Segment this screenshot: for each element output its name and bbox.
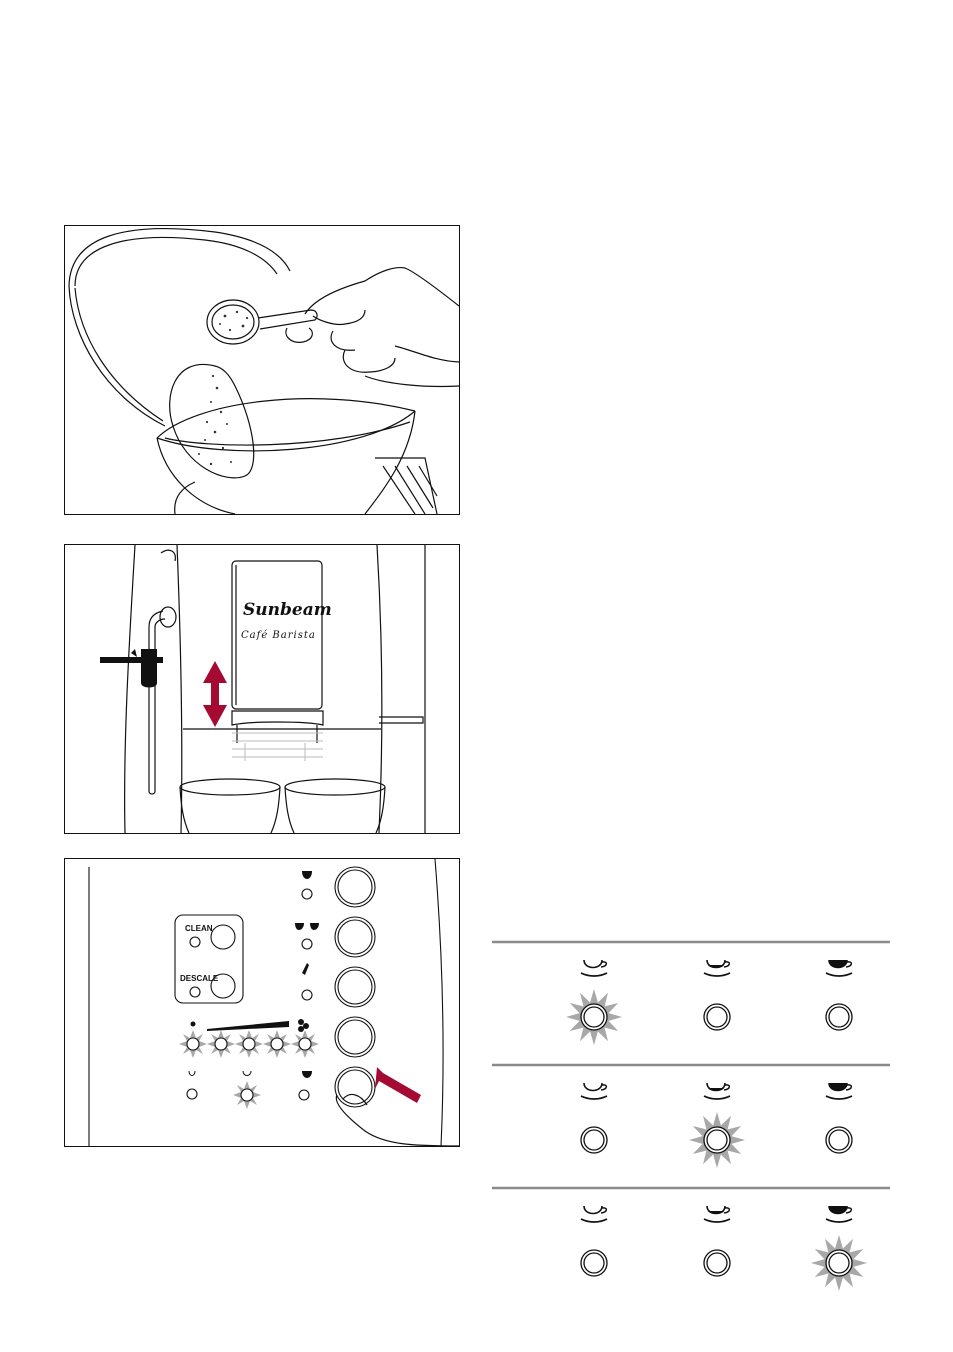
control-panel-illustration: CLEAN DESCALE (65, 859, 459, 1146)
cup-light-icon (584, 1206, 602, 1214)
figure-coffee-spout: Sunbeam Café Barista (64, 544, 460, 834)
cup-saucer (581, 973, 607, 976)
indicator-light (704, 1127, 730, 1153)
press-arrow-icon (375, 1067, 421, 1103)
cup-saucer (704, 1219, 730, 1222)
indicator-light (826, 1250, 852, 1276)
cup-light-icon (584, 960, 602, 968)
cup-strong-icon (829, 1083, 847, 1091)
coffee-spout-illustration: Sunbeam Café Barista (65, 545, 459, 833)
indicator-light (581, 1250, 607, 1276)
indicator-light (704, 1250, 730, 1276)
model-name: Café Barista (241, 630, 316, 641)
figure-ground-coffee (64, 225, 460, 515)
cup-saucer (826, 1219, 852, 1222)
cup-saucer (581, 1096, 607, 1099)
cup-fill (708, 1088, 724, 1091)
strength-indicator-table (492, 940, 890, 1310)
cup-strong-icon (829, 960, 847, 968)
clean-label: CLEAN (185, 924, 213, 933)
indicator-light (826, 1127, 852, 1153)
ground-coffee-illustration (65, 226, 459, 514)
brand-name: Sunbeam (243, 600, 332, 620)
figure-control-panel: CLEAN DESCALE (64, 858, 460, 1147)
descale-label: DESCALE (180, 974, 219, 983)
indicator-light (826, 1004, 852, 1030)
cup-fill (708, 1211, 724, 1214)
cup-saucer (704, 973, 730, 976)
cup-saucer (704, 1096, 730, 1099)
cup-strong-icon (829, 1206, 847, 1214)
cup-saucer (581, 1219, 607, 1222)
cup-fill (708, 965, 724, 968)
indicator-light (581, 1004, 607, 1030)
cup-saucer (826, 1096, 852, 1099)
cup-light-icon (584, 1083, 602, 1091)
indicator-light (581, 1127, 607, 1153)
indicator-light (704, 1004, 730, 1030)
cup-saucer (826, 973, 852, 976)
up-down-arrow-icon (203, 661, 227, 727)
strength-table-svg (492, 940, 890, 1310)
